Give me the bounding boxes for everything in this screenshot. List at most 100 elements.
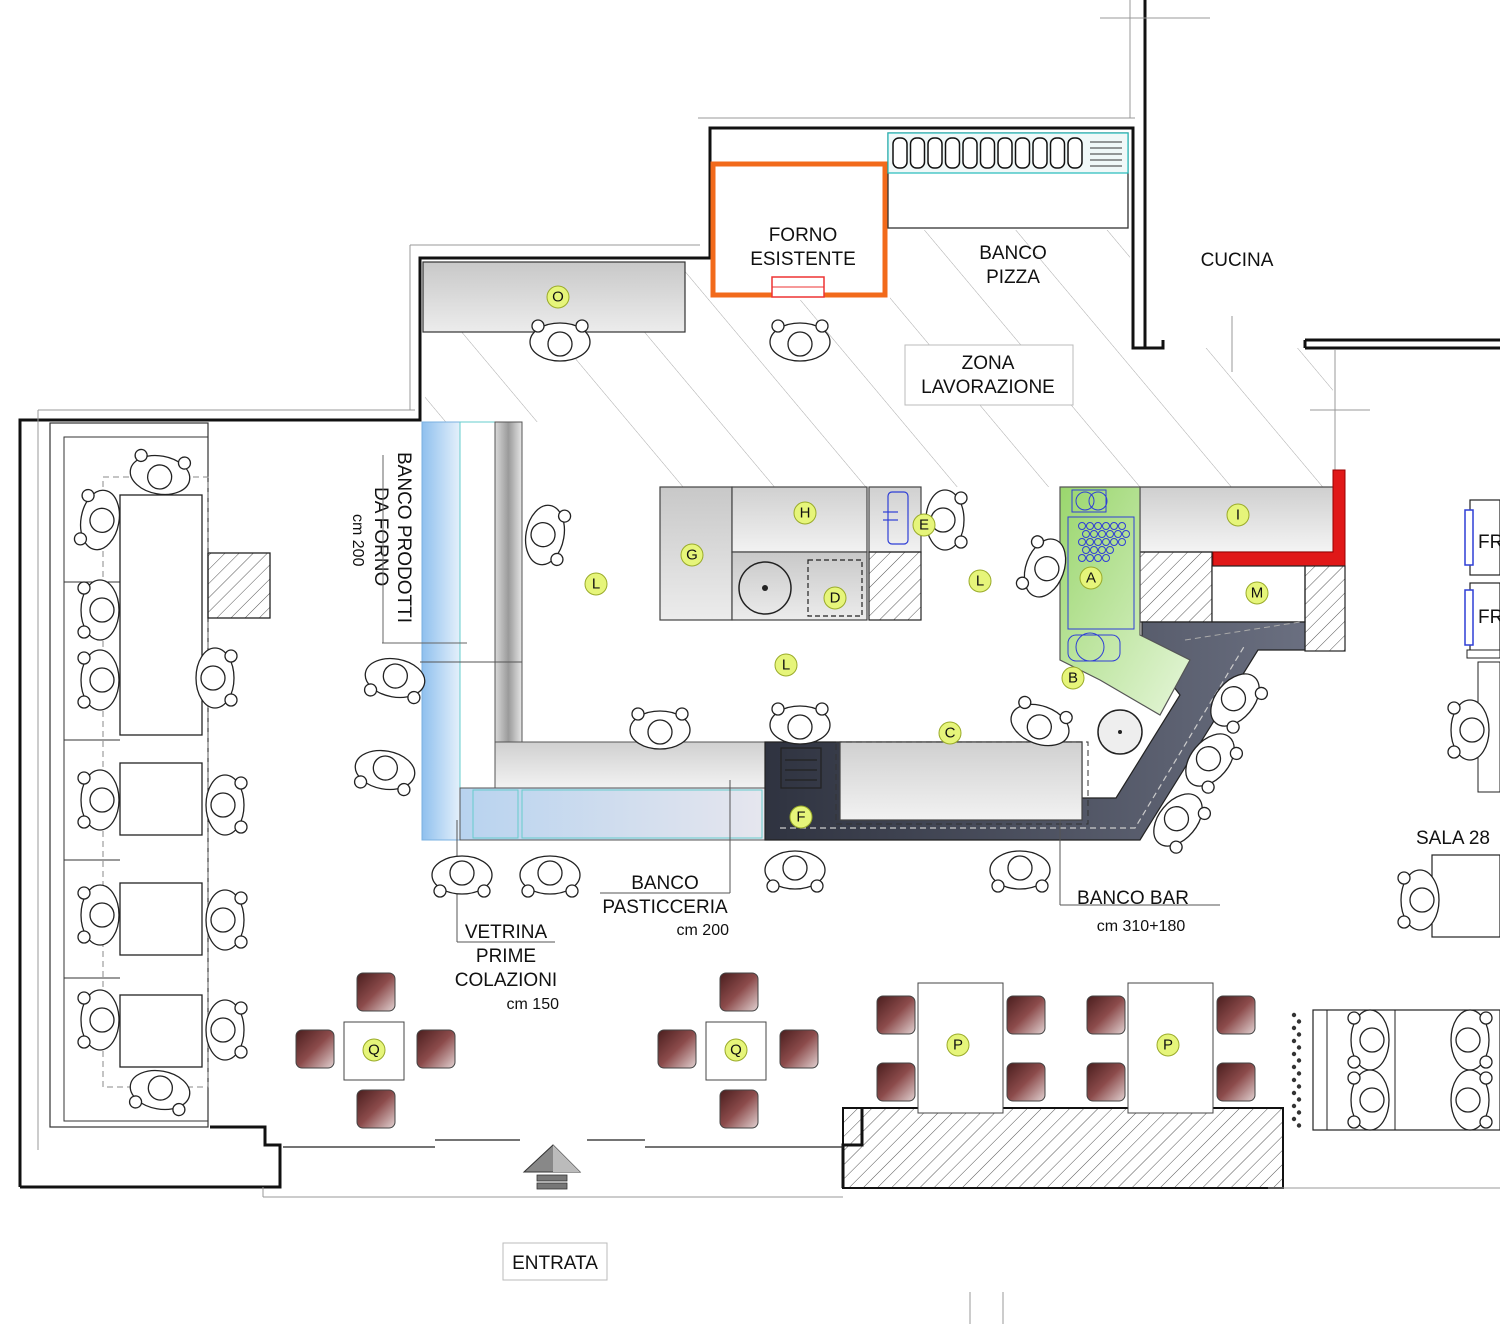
person-icon [769, 702, 831, 745]
pizza-tray [909, 137, 926, 169]
cup [1086, 554, 1094, 562]
coffee-machine-icon [780, 747, 822, 789]
banco-pasticceria-label-3: cm 200 [677, 922, 730, 939]
plant-dot [1296, 1071, 1302, 1076]
pizza-tray [1014, 137, 1031, 169]
chair-icon [779, 1029, 819, 1069]
plant-dot [1291, 1064, 1297, 1070]
cup [1102, 538, 1110, 546]
plant-dot [1291, 1038, 1297, 1044]
marker-f: F [789, 805, 813, 829]
person-icon [1015, 535, 1067, 598]
banco-pasticceria [459, 787, 766, 841]
person-icon [629, 707, 691, 750]
person-icon [73, 488, 121, 551]
svg-text:BANCO PRODOTTI: BANCO PRODOTTI [393, 452, 414, 623]
plant-dot [1291, 1051, 1297, 1057]
person-icon [925, 489, 968, 551]
person-icon [77, 769, 120, 831]
forno-oven [710, 161, 888, 298]
person-icon [1153, 793, 1212, 854]
banco-pasticceria-label-2: PASTICCERIA [602, 897, 728, 918]
person-icon [205, 999, 248, 1061]
people [73, 319, 1493, 1131]
marker-l-3: L [774, 653, 798, 677]
banco-pizza-label-1: BANCO [979, 243, 1047, 264]
plant-dot [1291, 1090, 1297, 1096]
svg-text:L: L [976, 573, 984, 590]
vetrina-label-2: PRIME [476, 946, 536, 967]
cup [1082, 530, 1090, 538]
person-icon [1210, 673, 1269, 734]
banco-prodotti-label: BANCO PRODOTTI DA FORNO cm 200 [349, 452, 414, 623]
cup [1106, 530, 1114, 538]
plant-dot [1291, 1025, 1297, 1031]
cup [1102, 522, 1110, 530]
marker-b: B [1061, 666, 1085, 690]
pizza-tray [927, 137, 943, 169]
cup [1094, 522, 1102, 530]
vetrina-label-4: cm 150 [507, 996, 560, 1013]
person-icon [1397, 869, 1440, 931]
vetrina-label-1: VETRINA [465, 922, 548, 943]
person-icon [77, 579, 120, 641]
zona-lavorazione-label-2: LAVORAZIONE [921, 377, 1055, 398]
pizza-tray [962, 137, 978, 169]
chair-icon [719, 1089, 759, 1129]
cup [1114, 530, 1122, 538]
cup [1078, 538, 1086, 546]
cup [1118, 538, 1126, 546]
fridge-label-2: FR [1478, 607, 1500, 628]
chair-icon [1086, 995, 1126, 1035]
cup [1086, 538, 1094, 546]
q-table-right [657, 972, 819, 1129]
zona-lavorazione-label-1: ZONA [962, 353, 1015, 374]
p-table-right [1086, 982, 1256, 1114]
pizza-tray [1067, 137, 1083, 169]
plant-dot [1296, 1058, 1302, 1063]
cups [1078, 522, 1130, 562]
svg-text:E: E [919, 517, 929, 534]
svg-text:L: L [782, 657, 790, 674]
svg-text:P: P [1163, 1037, 1173, 1054]
marker-i: I [1226, 503, 1250, 527]
plant-dot [1291, 1012, 1297, 1018]
svg-text:DA FORNO: DA FORNO [370, 487, 391, 586]
marker-m: M [1245, 581, 1269, 605]
pizza-tray [1049, 137, 1066, 169]
person-icon [1347, 1009, 1390, 1071]
plant-dot [1296, 1084, 1302, 1089]
person-icon [363, 657, 426, 705]
plant-dot [1296, 1123, 1302, 1128]
vetrina [421, 421, 461, 841]
plant-dot [1296, 1019, 1302, 1024]
person-icon [524, 504, 572, 567]
chair-icon [416, 1029, 456, 1069]
person-icon [1010, 695, 1073, 747]
cup [1086, 522, 1094, 530]
chair-icon [356, 972, 396, 1012]
svg-text:A: A [1086, 570, 1096, 587]
chair-icon [295, 1029, 335, 1069]
sala-label: SALA 28 [1416, 828, 1490, 849]
person-icon [128, 1069, 191, 1117]
svg-text:F: F [796, 809, 805, 826]
marker-h: H [793, 501, 817, 525]
svg-text:B: B [1068, 670, 1078, 687]
svg-text:G: G [686, 547, 698, 564]
person-icon [77, 884, 120, 946]
zona-lavorazione-box [904, 344, 1074, 406]
pizza-tray [997, 137, 1013, 169]
chair-icon [356, 1089, 396, 1129]
plant-dot [1291, 1103, 1297, 1109]
marker-d: D [823, 586, 847, 610]
plant-dot [1291, 1116, 1297, 1122]
pizza-tray [1032, 137, 1048, 169]
person-icon [353, 749, 416, 797]
pizza-tray [892, 137, 908, 169]
plant-dot [1291, 1077, 1297, 1083]
banco-pizza-label-2: PIZZA [986, 267, 1040, 288]
cucina-label: CUCINA [1201, 250, 1274, 271]
plant-dot [1296, 1097, 1302, 1102]
